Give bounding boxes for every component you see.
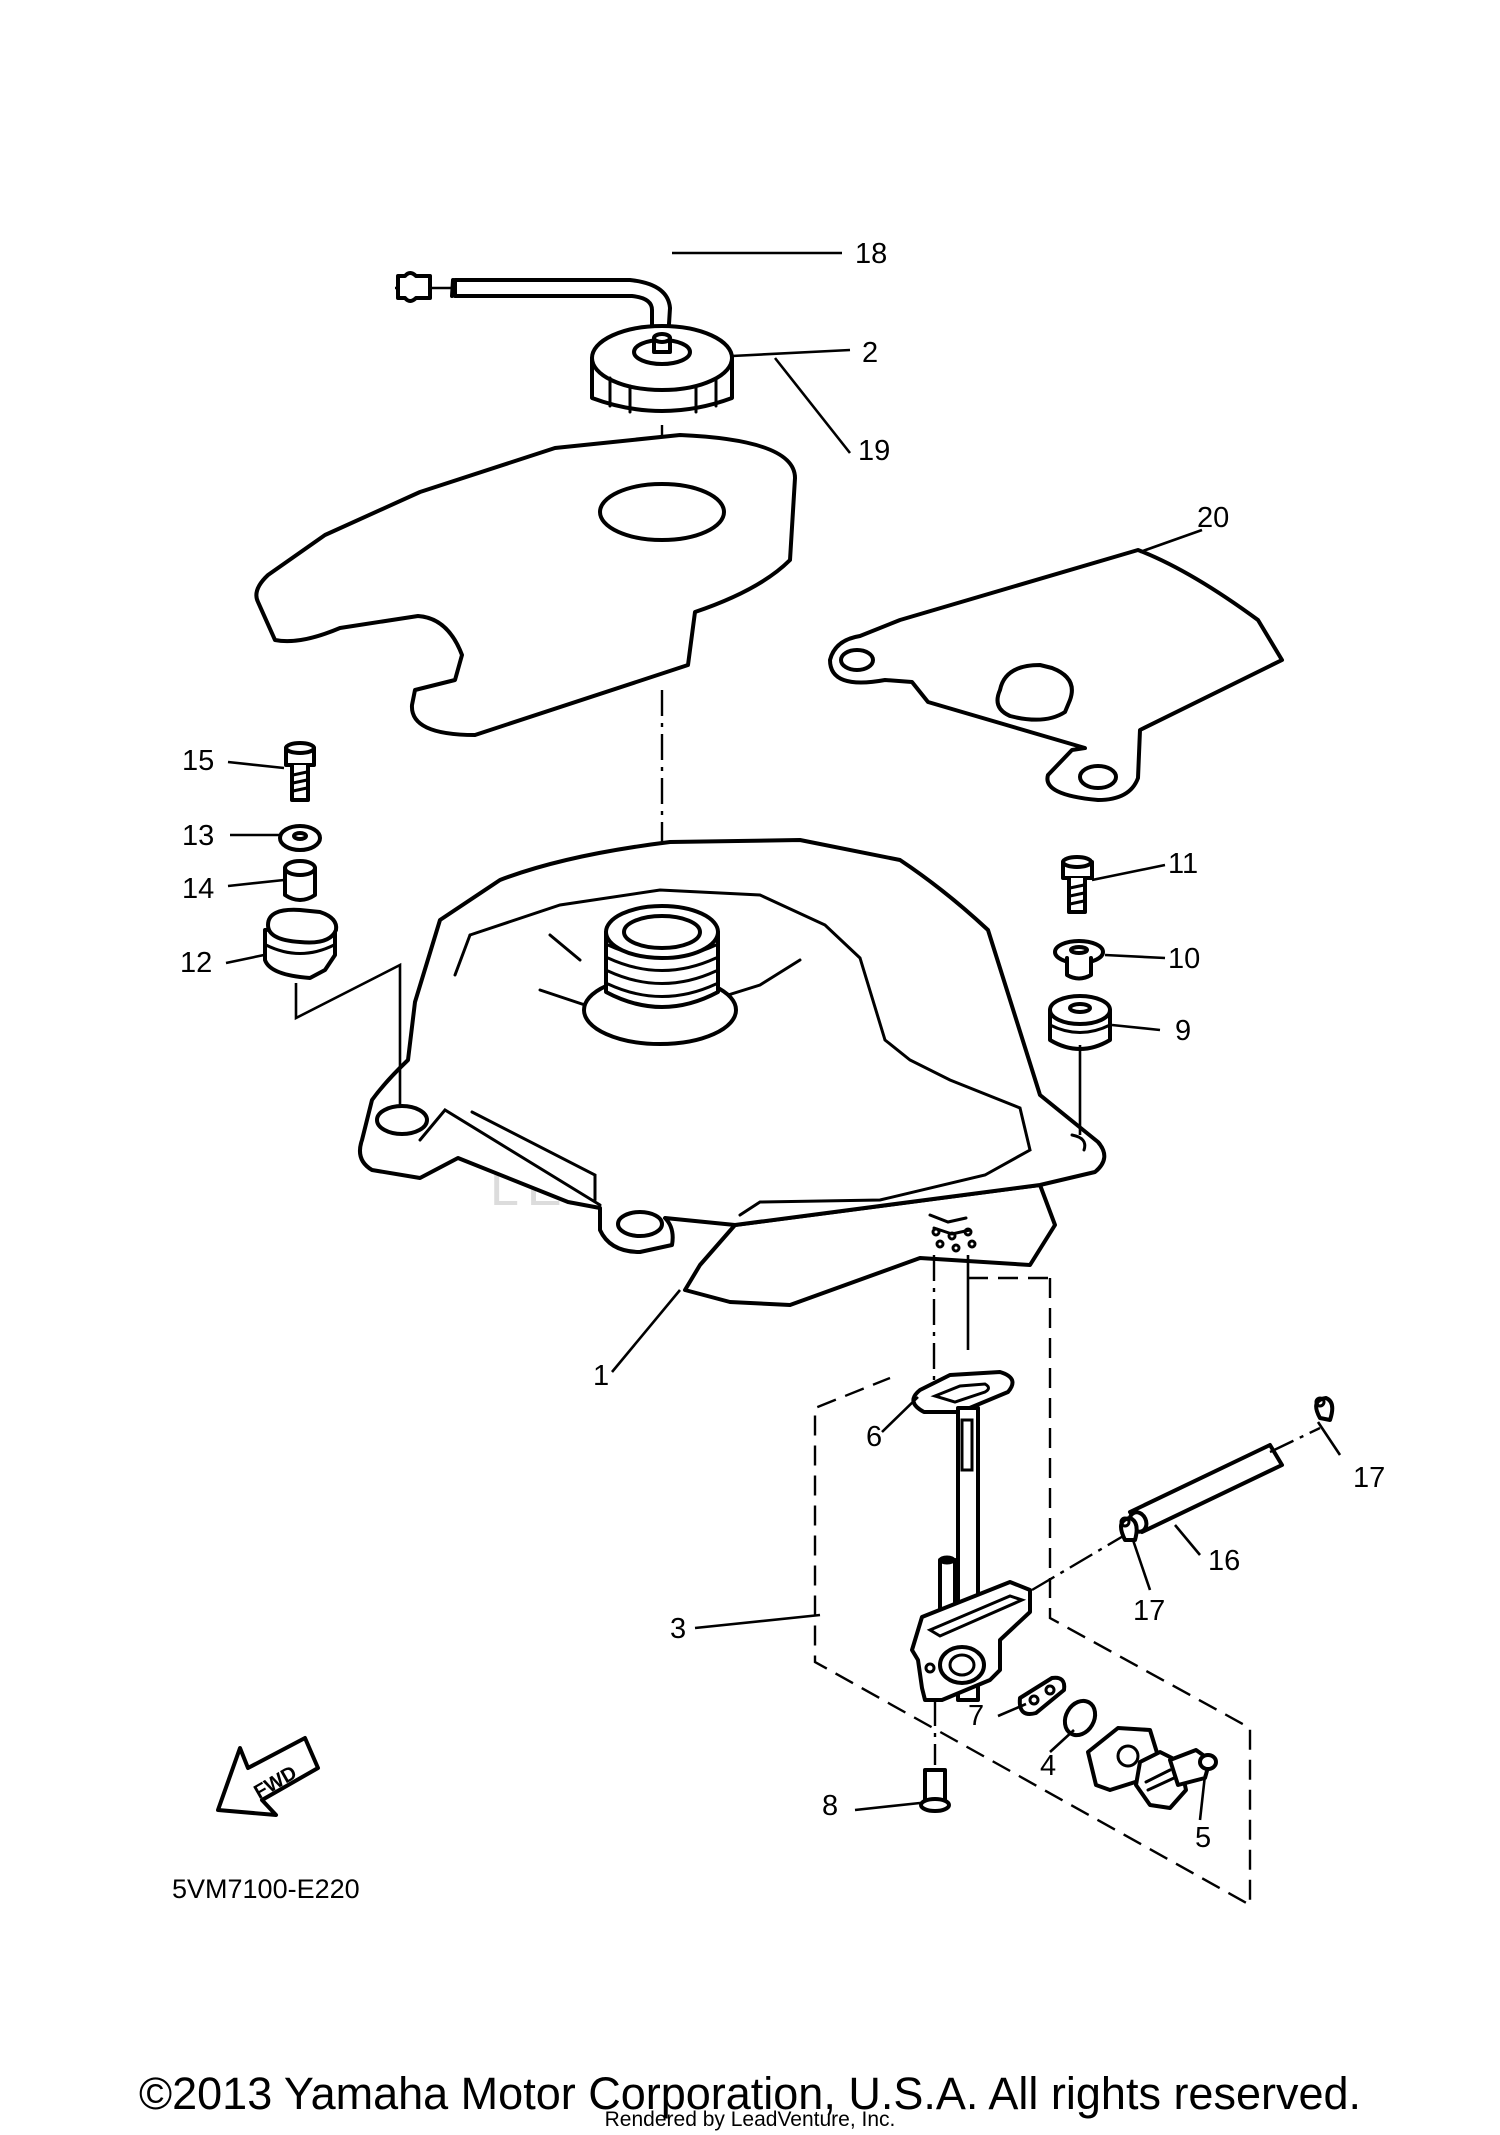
callout-4: 4 bbox=[1040, 1750, 1056, 1782]
callout-17-lower: 17 bbox=[1133, 1595, 1165, 1627]
gasket-7 bbox=[1017, 1675, 1067, 1716]
callout-3: 3 bbox=[670, 1613, 686, 1645]
o-ring-4 bbox=[1062, 1698, 1098, 1738]
gasket-6 bbox=[911, 1370, 1015, 1414]
callout-5: 5 bbox=[1195, 1822, 1211, 1854]
collar-14 bbox=[283, 859, 317, 902]
callout-1: 1 bbox=[593, 1360, 609, 1392]
tank-pad bbox=[254, 433, 797, 737]
grommet-9 bbox=[1048, 994, 1112, 1051]
collar-10 bbox=[1053, 939, 1105, 981]
fuel-hose-16 bbox=[1127, 1426, 1321, 1534]
callout-6: 6 bbox=[866, 1421, 882, 1453]
callout-18: 18 bbox=[855, 238, 887, 270]
lever-5 bbox=[1086, 1726, 1218, 1810]
fuel-tank bbox=[358, 838, 1107, 1307]
hose-clip-17a bbox=[1314, 1396, 1335, 1422]
bolt-15 bbox=[284, 741, 316, 802]
hose-clip-17b bbox=[1119, 1516, 1139, 1542]
callout-7: 7 bbox=[968, 1700, 984, 1732]
callout-20: 20 bbox=[1197, 502, 1229, 534]
bolt-11 bbox=[1061, 855, 1094, 914]
callout-9: 9 bbox=[1175, 1015, 1191, 1047]
callout-12: 12 bbox=[180, 947, 212, 979]
callout-15: 15 bbox=[182, 745, 214, 777]
callout-8: 8 bbox=[822, 1790, 838, 1822]
callout-19: 19 bbox=[858, 435, 890, 467]
callout-14: 14 bbox=[182, 873, 214, 905]
petcock-3 bbox=[910, 1406, 1032, 1702]
rendered-by-credit: Rendered by LeadVenture, Inc. bbox=[604, 2108, 896, 2131]
screw-8 bbox=[919, 1768, 951, 1813]
leader-lines bbox=[225, 251, 1342, 1821]
callout-16: 16 bbox=[1208, 1545, 1240, 1577]
copyright-notice: ©2013 Yamaha Motor Corporation, U.S.A. A… bbox=[138, 2068, 1362, 2119]
diagram-code: 5VM7100-E220 bbox=[172, 1874, 360, 1904]
callout-13: 13 bbox=[182, 820, 214, 852]
callout-17-upper: 17 bbox=[1353, 1462, 1385, 1494]
side-plate bbox=[828, 548, 1284, 802]
callout-10: 10 bbox=[1168, 943, 1200, 975]
fuel-cap bbox=[590, 324, 734, 414]
fwd-arrow-icon: FWD bbox=[216, 1736, 320, 1817]
callout-2: 2 bbox=[862, 337, 878, 369]
grommet-12 bbox=[263, 907, 339, 980]
washer-13 bbox=[278, 824, 322, 852]
callout-11: 11 bbox=[1168, 848, 1198, 880]
